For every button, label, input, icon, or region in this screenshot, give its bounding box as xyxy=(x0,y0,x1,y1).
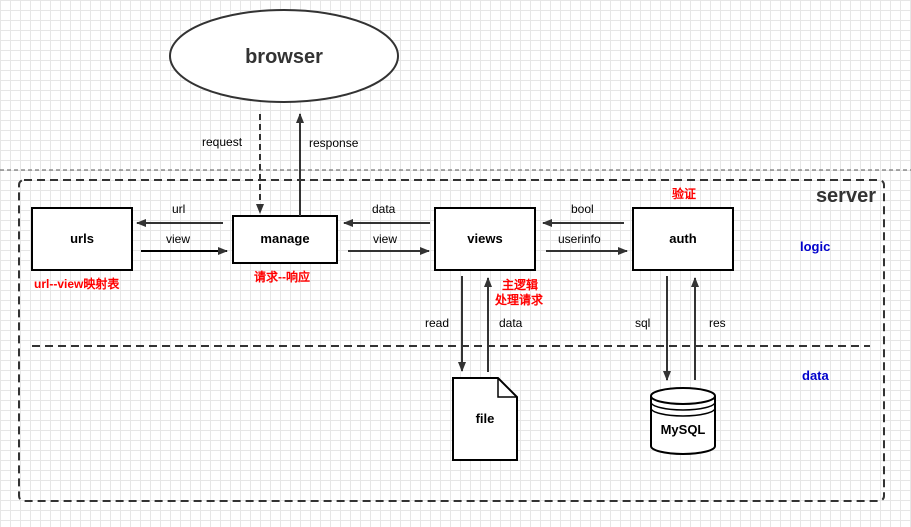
file-node: file xyxy=(452,377,518,461)
auth-to-views-label: bool xyxy=(571,202,594,216)
urls-node: urls xyxy=(31,207,133,271)
urls-label: urls xyxy=(70,231,94,246)
manage-label: manage xyxy=(260,231,309,246)
browser-node: browser xyxy=(169,9,399,103)
views-node: views xyxy=(434,207,536,271)
server-label: server xyxy=(816,185,876,207)
layer-label-logic: logic xyxy=(800,239,830,254)
auth-note: 验证 xyxy=(672,186,696,201)
auth-label: auth xyxy=(669,231,697,246)
auth-node: auth xyxy=(632,207,734,271)
browser-label: browser xyxy=(245,46,323,68)
views-to-manage-label: data xyxy=(372,202,396,216)
response-label: response xyxy=(309,136,359,150)
auth-to-mysql-label: sql xyxy=(635,316,650,330)
mysql-to-auth-label: res xyxy=(709,316,726,330)
urls-to-manage-label: view xyxy=(166,232,190,246)
views-to-file-label: read xyxy=(425,316,449,330)
mysql-label: MySQL xyxy=(661,422,706,437)
views-to-auth-label: userinfo xyxy=(558,232,601,246)
layer-label-data: data xyxy=(802,368,830,383)
manage-note: 请求--响应 xyxy=(254,269,310,284)
views-note-line2: 处理请求 xyxy=(494,292,544,307)
server-container xyxy=(18,179,885,502)
urls-note: url--view映射表 xyxy=(34,276,120,291)
file-to-views-label: data xyxy=(499,316,523,330)
manage-node: manage xyxy=(232,215,338,264)
manage-to-views-label: view xyxy=(373,232,397,246)
mysql-node: MySQL xyxy=(650,387,716,455)
manage-to-urls-label: url xyxy=(172,202,185,216)
file-label: file xyxy=(476,411,495,426)
request-label: request xyxy=(202,135,243,149)
views-note-line1: 主逻辑 xyxy=(502,277,538,292)
views-label: views xyxy=(467,231,502,246)
